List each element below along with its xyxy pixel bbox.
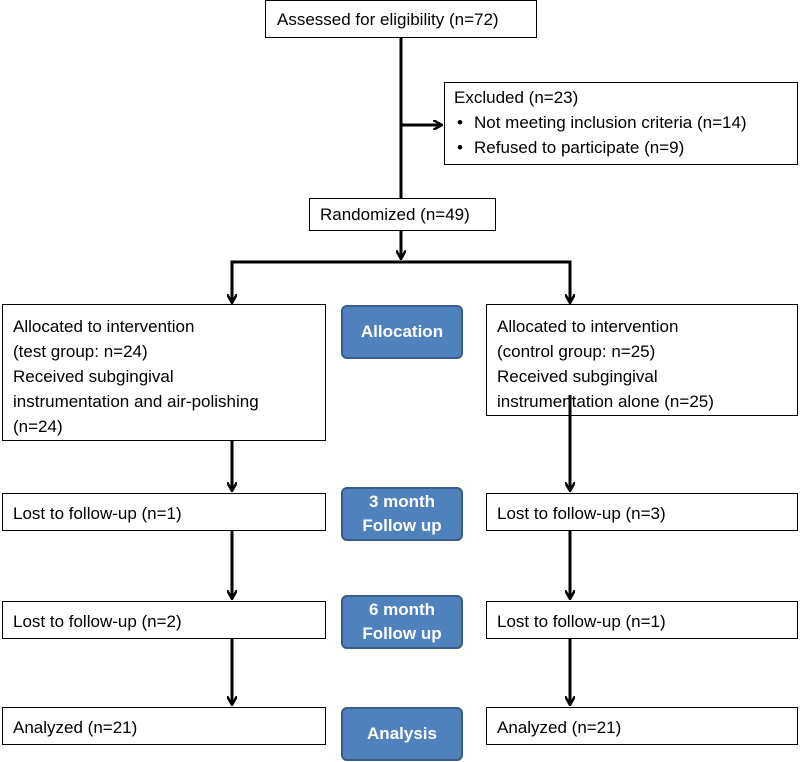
control-lost6-label: Lost to follow-up (n=1) [497, 612, 666, 631]
control-lost3-box: Lost to follow-up (n=3) [486, 493, 798, 531]
excluded-item: Not meeting inclusion criteria (n=14) [454, 110, 797, 135]
randomized-label: Randomized (n=49) [320, 205, 470, 224]
followup3-stage-line: 3 month [368, 492, 436, 511]
test-alloc-line: instrumentation and air-polishing [13, 392, 259, 411]
excluded-item: Refused to participate (n=9) [454, 135, 797, 160]
control-analyzed-label: Analyzed (n=21) [497, 718, 622, 737]
test-lost3-box: Lost to follow-up (n=1) [2, 493, 326, 531]
test-allocation-box: Allocated to intervention (test group: n… [2, 304, 326, 441]
control-allocation-box: Allocated to intervention (control group… [486, 304, 798, 416]
test-alloc-line: Allocated to intervention [13, 317, 195, 336]
followup6-stage-badge: 6 month Follow up [341, 595, 463, 649]
analysis-stage-label: Analysis [367, 724, 437, 743]
assessed-box: Assessed for eligibility (n=72) [265, 0, 537, 38]
excluded-title: Excluded (n=23) [454, 88, 579, 107]
excluded-box: Excluded (n=23) Not meeting inclusion cr… [444, 82, 798, 165]
test-alloc-line: Received subgingival [13, 367, 174, 386]
excluded-list: Not meeting inclusion criteria (n=14) Re… [454, 110, 797, 160]
test-analyzed-label: Analyzed (n=21) [13, 718, 138, 737]
connector-branch [230, 260, 572, 302]
test-alloc-line: (test group: n=24) [13, 342, 148, 361]
test-lost6-box: Lost to follow-up (n=2) [2, 601, 326, 639]
analysis-stage-badge: Analysis [341, 707, 463, 761]
control-lost3-label: Lost to follow-up (n=3) [497, 504, 666, 523]
followup3-stage-line: Follow up [362, 516, 442, 535]
followup6-stage-line: Follow up [362, 624, 442, 643]
followup6-stage-line: 6 month [368, 600, 436, 619]
assessed-label: Assessed for eligibility (n=72) [277, 10, 499, 29]
control-alloc-line: (control group: n=25) [497, 342, 656, 361]
control-alloc-line: Allocated to intervention [497, 317, 679, 336]
test-analyzed-box: Analyzed (n=21) [2, 707, 326, 745]
control-alloc-line: instrumentation alone (n=25) [497, 392, 714, 411]
control-lost6-box: Lost to follow-up (n=1) [486, 601, 798, 639]
control-analyzed-box: Analyzed (n=21) [486, 707, 798, 745]
test-alloc-line: (n=24) [13, 417, 63, 436]
test-lost6-label: Lost to follow-up (n=2) [13, 612, 182, 631]
control-alloc-line: Received subgingival [497, 367, 658, 386]
test-lost3-label: Lost to follow-up (n=1) [13, 504, 182, 523]
followup3-stage-badge: 3 month Follow up [341, 487, 463, 541]
allocation-stage-label: Allocation [360, 322, 444, 341]
randomized-box: Randomized (n=49) [309, 198, 496, 231]
allocation-stage-badge: Allocation [341, 305, 463, 359]
